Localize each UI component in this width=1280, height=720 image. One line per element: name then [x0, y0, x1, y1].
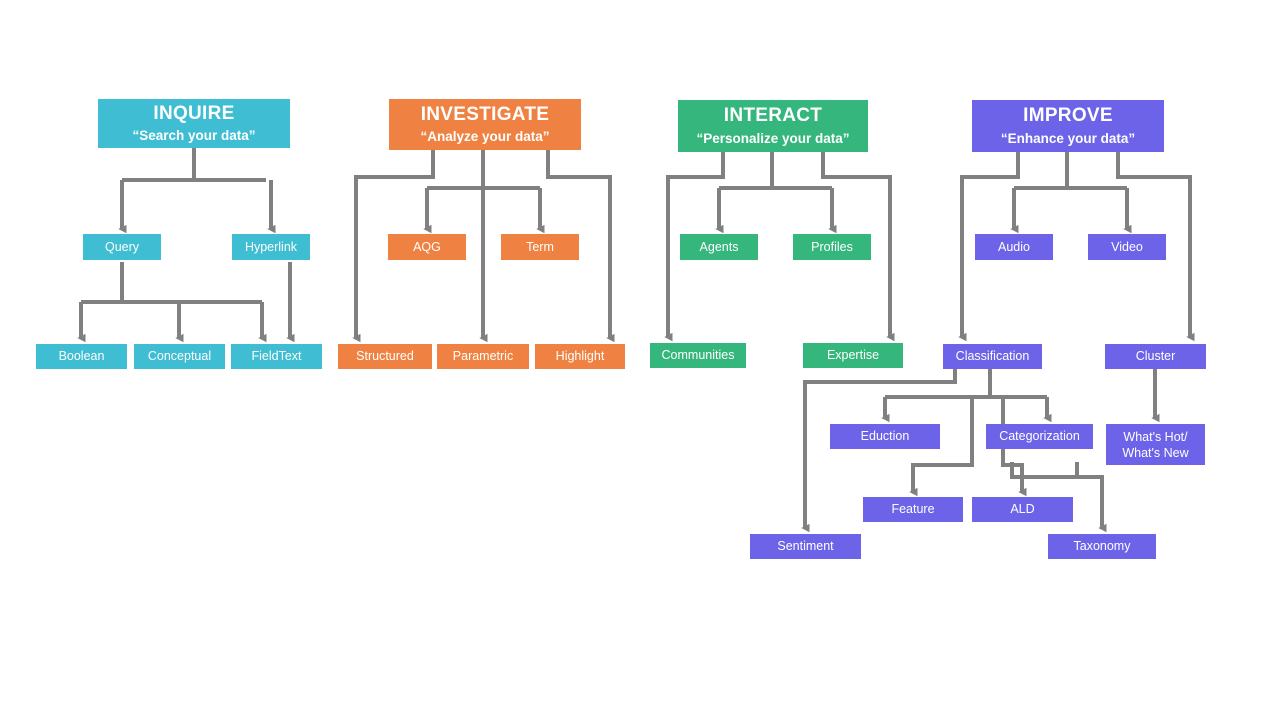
node-cluster[interactable]: Cluster	[1105, 344, 1206, 369]
header-investigate[interactable]: INVESTIGATE “Analyze your data”	[389, 99, 581, 150]
node-classification[interactable]: Classification	[943, 344, 1042, 369]
header-investigate-title: INVESTIGATE	[420, 103, 550, 125]
node-structured[interactable]: Structured	[338, 344, 432, 369]
node-highlight[interactable]: Highlight	[535, 344, 625, 369]
header-interact[interactable]: INTERACT “Personalize your data”	[678, 100, 868, 152]
node-profiles[interactable]: Profiles	[793, 234, 871, 260]
node-term[interactable]: Term	[501, 234, 579, 260]
header-interact-title: INTERACT	[723, 105, 823, 127]
node-audio[interactable]: Audio	[975, 234, 1053, 260]
node-communities[interactable]: Communities	[650, 343, 746, 368]
whats-hot-line1: What's Hot/	[1123, 429, 1188, 444]
node-sentiment[interactable]: Sentiment	[750, 534, 861, 559]
header-improve[interactable]: IMPROVE “Enhance your data”	[972, 100, 1164, 152]
header-interact-subtitle: “Personalize your data”	[696, 130, 850, 146]
header-inquire[interactable]: INQUIRE “Search your data”	[98, 99, 290, 148]
node-eduction[interactable]: Eduction	[830, 424, 940, 449]
header-investigate-subtitle: “Analyze your data”	[420, 129, 550, 145]
node-ald[interactable]: ALD	[972, 497, 1073, 522]
node-taxonomy[interactable]: Taxonomy	[1048, 534, 1156, 559]
node-conceptual[interactable]: Conceptual	[134, 344, 225, 369]
node-boolean[interactable]: Boolean	[36, 344, 127, 369]
node-expertise[interactable]: Expertise	[803, 343, 903, 368]
header-improve-subtitle: “Enhance your data”	[1000, 130, 1136, 146]
node-query[interactable]: Query	[83, 234, 161, 260]
node-hyperlink[interactable]: Hyperlink	[232, 234, 310, 260]
node-aqg[interactable]: AQG	[388, 234, 466, 260]
node-fieldtext[interactable]: FieldText	[231, 344, 322, 369]
header-inquire-subtitle: “Search your data”	[132, 128, 256, 144]
node-agents[interactable]: Agents	[680, 234, 758, 260]
node-video[interactable]: Video	[1088, 234, 1166, 260]
node-parametric[interactable]: Parametric	[437, 344, 529, 369]
node-categorization[interactable]: Categorization	[986, 424, 1093, 449]
node-feature[interactable]: Feature	[863, 497, 963, 522]
header-inquire-title: INQUIRE	[153, 102, 235, 124]
whats-hot-line2: What's New	[1122, 445, 1189, 460]
node-whats-hot-whats-new[interactable]: What's Hot/ What's New	[1106, 424, 1205, 465]
header-improve-title: IMPROVE	[1023, 105, 1113, 127]
